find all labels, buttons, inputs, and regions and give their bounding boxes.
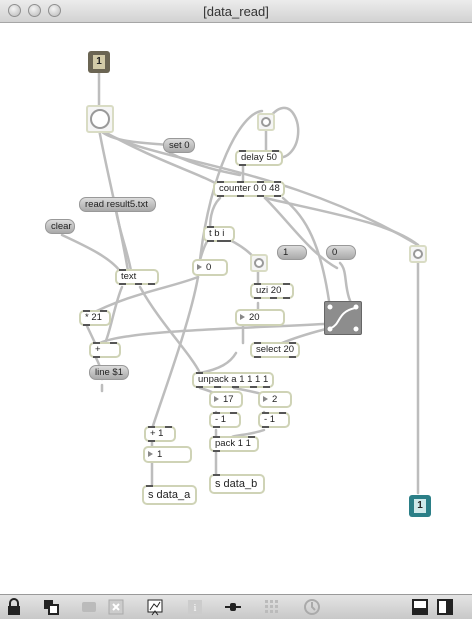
split-horizontal-icon[interactable]: [411, 598, 429, 616]
close-window-button[interactable]: [8, 4, 21, 17]
bang-button-right[interactable]: [409, 245, 427, 263]
object-send-data-b[interactable]: s data_b: [209, 474, 265, 494]
number-box-1[interactable]: 1: [143, 446, 192, 463]
object-counter[interactable]: counter 0 0 48: [213, 181, 285, 197]
number-box-2[interactable]: 2: [258, 391, 292, 408]
object-plus-one[interactable]: + 1: [144, 426, 176, 442]
delete-icon[interactable]: [107, 598, 125, 616]
message-line[interactable]: line $1: [89, 365, 129, 380]
split-vertical-icon[interactable]: [436, 598, 454, 616]
message-read[interactable]: read result5.txt: [79, 197, 156, 212]
inspector-icon[interactable]: i: [186, 598, 204, 616]
object-unpack[interactable]: unpack a 1 1 1 1: [192, 372, 274, 388]
zoom-window-button[interactable]: [48, 4, 61, 17]
bang-button-uzi[interactable]: [250, 254, 268, 272]
object-select[interactable]: select 20: [250, 342, 300, 358]
object-send-data-a[interactable]: s data_a: [142, 485, 197, 505]
object-pack[interactable]: pack 1 1: [209, 436, 259, 452]
patcher-canvas[interactable]: 1 set 0 delay 50 counter 0 0 48 read res…: [0, 23, 472, 595]
inlet-1[interactable]: 1: [88, 51, 110, 73]
window-titlebar: [data_read]: [0, 0, 472, 23]
presentation-icon[interactable]: [80, 598, 98, 616]
outlet-1[interactable]: 1: [409, 495, 431, 517]
patcher-toolbar: i: [0, 594, 472, 619]
slider-icon[interactable]: [224, 598, 242, 616]
object-plus[interactable]: +: [89, 342, 121, 358]
debug-icon[interactable]: [146, 598, 164, 616]
gswitch-toggle[interactable]: [324, 301, 362, 335]
gswitch-icon: [327, 304, 359, 332]
object-delay[interactable]: delay 50: [235, 150, 283, 166]
number-box-0[interactable]: 0: [192, 259, 228, 276]
window-title: [data_read]: [203, 4, 269, 19]
message-set[interactable]: set 0: [163, 138, 195, 153]
object-uzi[interactable]: uzi 20: [250, 283, 294, 299]
message-0[interactable]: 0: [326, 245, 356, 260]
bang-button-main[interactable]: [86, 105, 114, 133]
object-minus-b[interactable]: - 1: [258, 412, 290, 428]
object-text[interactable]: text: [115, 269, 159, 285]
number-box-20[interactable]: 20: [235, 309, 285, 326]
message-1[interactable]: 1: [277, 245, 307, 260]
lock-icon[interactable]: [5, 598, 23, 616]
svg-text:i: i: [194, 603, 197, 614]
bang-button-top[interactable]: [257, 113, 275, 131]
clock-icon[interactable]: [303, 598, 321, 616]
minimize-window-button[interactable]: [28, 4, 41, 17]
number-box-17[interactable]: 17: [209, 391, 243, 408]
patcher-icon[interactable]: [42, 598, 60, 616]
grid-icon[interactable]: [263, 598, 281, 616]
object-multiply[interactable]: * 21: [79, 310, 111, 326]
object-trigger[interactable]: t b i: [203, 226, 235, 242]
message-clear[interactable]: clear: [45, 219, 75, 234]
object-minus-a[interactable]: - 1: [209, 412, 241, 428]
